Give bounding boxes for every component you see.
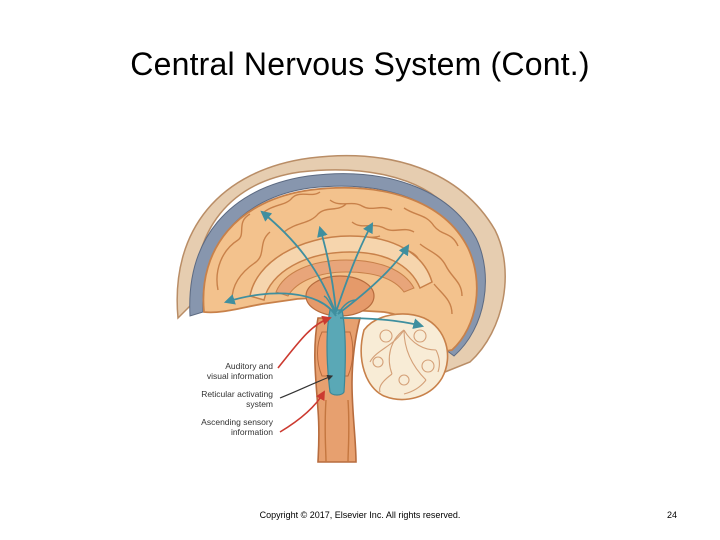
ras-short-branches (323, 295, 357, 315)
sensory-input-arrows (277, 315, 332, 433)
label-auditory-line1: Auditory and (225, 361, 273, 371)
label-ras-line1: Reticular activating (201, 389, 273, 399)
spinal-cord-edge (324, 399, 350, 463)
ras-projection-arrows (223, 210, 425, 329)
corpus-callosum (249, 235, 433, 301)
label-ras-line2: system (246, 399, 273, 409)
label-ascending-line2: information (231, 427, 273, 437)
slide-number: 24 (666, 510, 677, 520)
lateral-ventricle (275, 259, 415, 297)
label-ascending-line1: Ascending sensory (201, 417, 274, 427)
copyright-footer: Copyright © 2017, Elsevier Inc. All righ… (259, 510, 461, 520)
ras-pointer-line (279, 374, 334, 399)
reticular-activating-system (326, 309, 346, 396)
scalp-layer (176, 154, 506, 373)
cerebellum-folia (369, 329, 440, 395)
dura-layer (189, 173, 486, 357)
label-auditory-line2: visual information (207, 371, 273, 381)
slide-title: Central Nervous System (Cont.) (130, 46, 590, 82)
